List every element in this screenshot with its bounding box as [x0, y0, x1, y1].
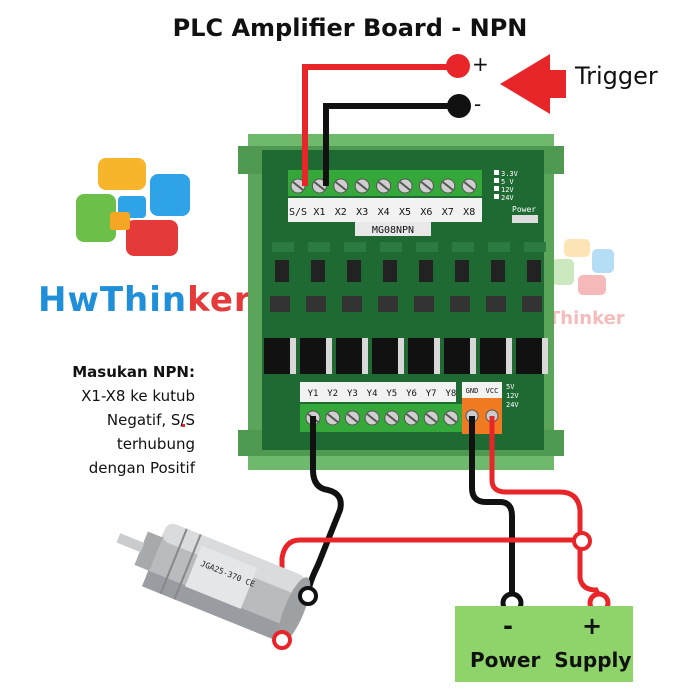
output-screw [443, 410, 459, 426]
output-labels: Y1 Y2 Y3 Y4 Y5 Y6 Y7 Y8 [308, 389, 457, 399]
motor-negative-wire [305, 416, 344, 597]
motor-positive-wire [279, 537, 582, 640]
trigger-negative-terminal [447, 94, 471, 118]
input-label: X4 [378, 207, 390, 218]
input-screw [397, 178, 413, 194]
input-terminal-screws [290, 178, 477, 194]
input-screw [376, 178, 392, 194]
output-label: Y1 [308, 389, 319, 399]
input-label: X3 [356, 207, 368, 218]
voltage-label: 24V [501, 194, 514, 202]
channels [264, 242, 548, 374]
output-label: Y2 [327, 389, 338, 399]
power-labels: GND VCC [466, 387, 499, 395]
input-label-strip [288, 198, 482, 222]
output-label: Y8 [445, 389, 456, 399]
output-voltage-label: 5V [506, 383, 515, 391]
output-label: Y3 [347, 389, 358, 399]
voltage-label: 5 V [501, 178, 514, 186]
output-label: Y7 [426, 389, 437, 399]
input-screw [461, 178, 477, 194]
output-voltage-label: 12V [506, 392, 519, 400]
trigger-plus-sign: + [472, 52, 489, 76]
power-supply-minus: - [503, 612, 513, 640]
input-screw [354, 178, 370, 194]
output-terminal-block [300, 404, 464, 432]
output-screw [344, 410, 360, 426]
power-label: VCC [486, 387, 499, 395]
input-label: X5 [399, 207, 411, 218]
channel [372, 242, 404, 374]
trigger-positive-terminal [446, 54, 470, 78]
red-dot [182, 424, 185, 427]
power-supply-label: Power Supply [470, 648, 632, 672]
input-labels: S/S X1 X2 X3 X4 X5 X6 X7 X8 [289, 207, 475, 218]
gnd-wire [469, 416, 515, 600]
output-label-strip [300, 382, 456, 402]
output-screw [364, 410, 380, 426]
output-screw [325, 410, 341, 426]
brand-name: HwThinker [38, 280, 252, 320]
output-label: Y6 [406, 389, 417, 399]
dc-motor-icon: JGA25-370 CE [116, 523, 311, 643]
trigger-minus-sign: - [474, 92, 482, 116]
motor-positive-terminal [272, 630, 292, 650]
vcc-wire [489, 416, 603, 600]
channel [444, 242, 476, 374]
output-screw [423, 410, 439, 426]
motor-negative-terminal [298, 586, 318, 606]
input-label: S/S [289, 207, 307, 218]
hwthinker-logo-icon [76, 158, 190, 256]
output-screw [404, 410, 419, 426]
channel [336, 242, 368, 374]
channel [516, 242, 548, 374]
diagram-title: PLC Amplifier Board - NPN [172, 14, 528, 42]
output-label: Y4 [367, 389, 378, 399]
power-label: GND [466, 387, 479, 395]
input-label: X7 [442, 207, 454, 218]
voltage-label: 12V [501, 186, 514, 194]
output-voltage-label: 24V [506, 401, 519, 409]
watermark-text: Thinker [548, 308, 625, 329]
power-led-label: Power [512, 205, 536, 214]
voltage-label: 3.3V [501, 170, 519, 178]
power-supply-box [455, 606, 633, 682]
output-label: Y5 [386, 389, 397, 399]
input-screw [440, 178, 456, 194]
channel [300, 242, 332, 374]
trigger-positive-wire [302, 64, 458, 186]
trigger-negative-wire [323, 103, 458, 186]
input-label: X8 [463, 207, 475, 218]
input-screw [418, 178, 434, 194]
output-screw [384, 410, 400, 426]
channel [408, 242, 440, 374]
input-label: X2 [335, 207, 347, 218]
input-label: X6 [420, 207, 432, 218]
trigger-label: Trigger [575, 62, 658, 90]
channel [480, 242, 512, 374]
board-model: MG08NPN [372, 225, 414, 236]
npn-note: Masukan NPN: X1-X8 ke kutub Negatif, S/S… [72, 363, 195, 477]
trigger-arrow-icon [500, 54, 566, 114]
power-supply-plus: + [582, 612, 603, 640]
input-label: X1 [313, 207, 325, 218]
watermark-logo-icon [552, 239, 614, 295]
channel [264, 242, 296, 374]
input-screw [333, 178, 349, 194]
